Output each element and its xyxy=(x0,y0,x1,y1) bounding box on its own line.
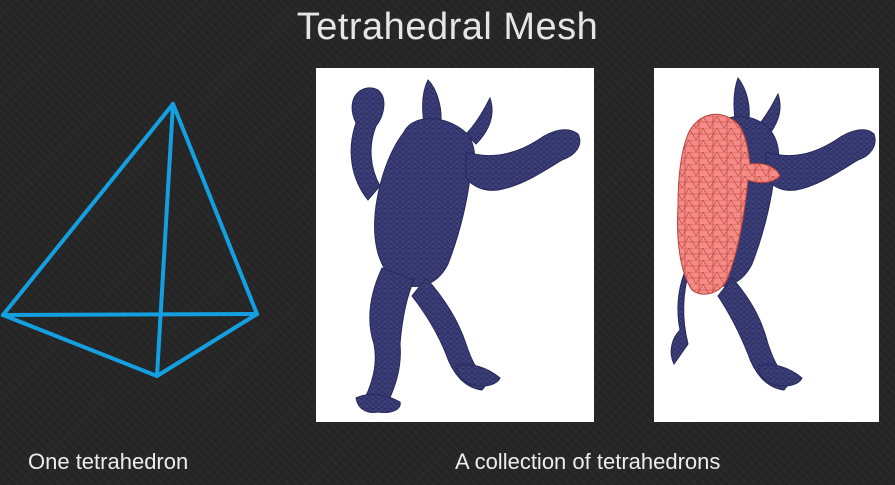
cutaway-interior xyxy=(677,113,781,295)
caption-collection-of-tetrahedrons: A collection of tetrahedrons xyxy=(455,449,721,474)
tetra-edge xyxy=(1,313,159,378)
tetra-edge xyxy=(155,102,175,378)
tetra-edge xyxy=(1,102,175,317)
tetra-edge xyxy=(155,312,259,378)
tetra-edge xyxy=(1,312,259,317)
armadillo-mesh-image xyxy=(316,68,594,422)
armadillo-cutaway-image xyxy=(654,68,879,422)
armadillo-figure xyxy=(350,79,581,413)
caption-one-tetrahedron: One tetrahedron xyxy=(28,449,189,474)
tetra-edge xyxy=(171,102,259,316)
tetrahedron-diagram xyxy=(1,102,259,378)
slide-title: Tetrahedral Mesh xyxy=(296,6,599,48)
